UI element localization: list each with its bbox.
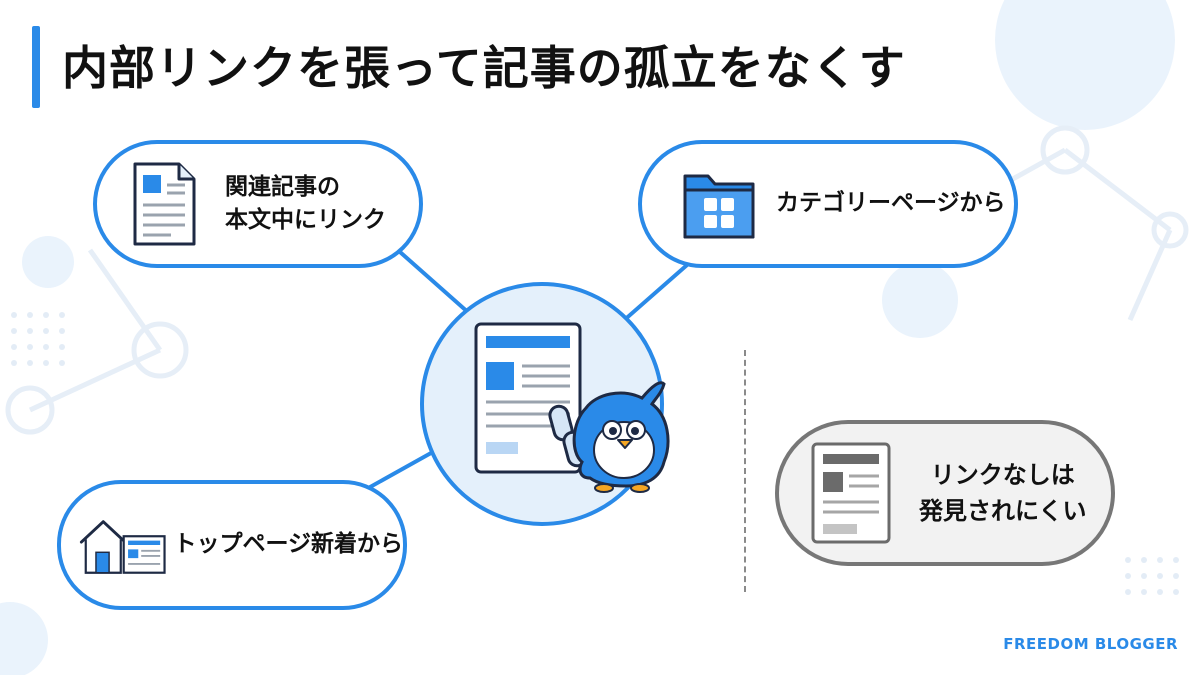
gray-document-icon bbox=[811, 442, 891, 544]
node-no-link-line-2: 発見されにくい bbox=[919, 497, 1087, 525]
node-related-articles: 関連記事の 本文中にリンク bbox=[93, 140, 423, 268]
node-no-link: リンクなしは 発見されにくい bbox=[775, 420, 1115, 566]
connector-related bbox=[398, 250, 472, 316]
node-no-link-line-1: リンクなしは bbox=[930, 461, 1075, 489]
title-accent-bar bbox=[32, 26, 40, 108]
node-top-label: トップページ新着から bbox=[173, 531, 403, 558]
house-icon bbox=[79, 520, 166, 574]
page-title: 内部リンクを張って記事の孤立をなくす bbox=[62, 41, 906, 95]
node-category-label: カテゴリーページから bbox=[776, 190, 1006, 217]
node-related-line-1: 関連記事の bbox=[225, 173, 340, 200]
penguin-mascot bbox=[572, 381, 670, 493]
node-category: カテゴリーページから bbox=[638, 140, 1018, 268]
node-top-page: トップページ新着から bbox=[57, 480, 407, 610]
linked-article-icon bbox=[474, 322, 670, 493]
node-related-label: 関連記事の 本文中にリンク bbox=[225, 171, 386, 238]
connector-category bbox=[620, 256, 697, 324]
document-icon bbox=[133, 162, 196, 246]
brand-logo-text: FREEDOM BLOGGER bbox=[1003, 635, 1178, 653]
node-related-line-2: 本文中にリンク bbox=[225, 207, 386, 233]
node-no-link-label: リンクなしは 発見されにくい bbox=[919, 457, 1087, 529]
folder-icon bbox=[683, 174, 755, 239]
dashed-divider bbox=[744, 350, 746, 592]
